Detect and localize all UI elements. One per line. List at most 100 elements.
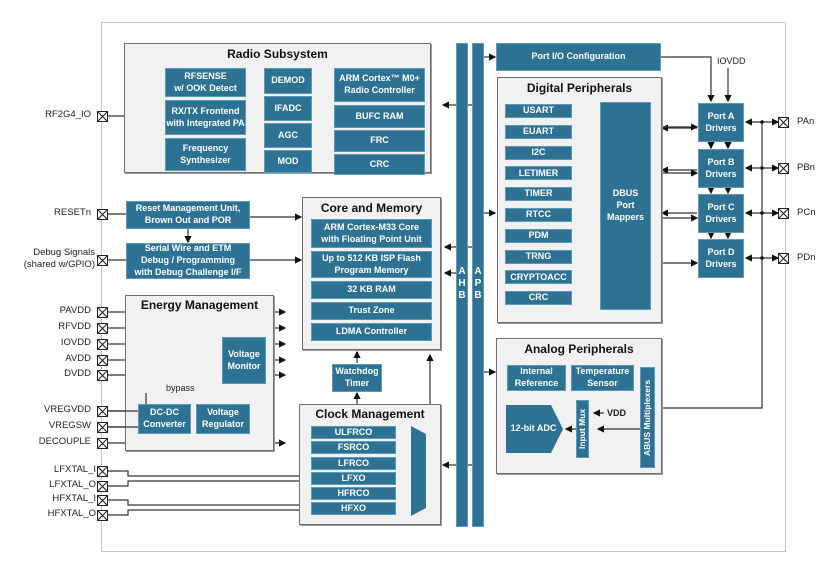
port-c-drivers-block: Port C Drivers bbox=[698, 194, 744, 233]
lfxtal-o-pin bbox=[97, 481, 108, 492]
bufc-ram-block: BUFC RAM bbox=[334, 105, 425, 128]
watchdog-timer-block: Watchdog Timer bbox=[332, 364, 382, 392]
decouple-pin-label: DECOUPLE bbox=[38, 436, 91, 447]
rf2g4-io-pin-label: RF2G4_IO bbox=[45, 109, 91, 120]
radio-crc-block: CRC bbox=[334, 154, 425, 175]
reset-management-block: Reset Management Unit, Brown Out and POR bbox=[126, 201, 250, 229]
ram-block: 32 KB RAM bbox=[311, 281, 432, 299]
pin-cross-icon bbox=[98, 356, 107, 365]
apb-bus: A P B bbox=[472, 43, 484, 527]
ifadc-block: IFADC bbox=[264, 96, 312, 121]
pin-cross-icon bbox=[779, 254, 788, 263]
pin-cross-icon bbox=[98, 467, 107, 476]
oscillator-hfrco-block: HFRCO bbox=[311, 487, 396, 500]
pin-cross-icon bbox=[98, 496, 107, 505]
pin-cross-icon bbox=[98, 511, 107, 520]
pin-cross-icon bbox=[779, 209, 788, 218]
bypass-label: bypass bbox=[166, 383, 195, 393]
digital-crc-block: CRC bbox=[505, 291, 572, 306]
flash-memory-block: Up to 512 KB ISP Flash Program Memory bbox=[311, 251, 432, 278]
ahb-label: A H B bbox=[458, 266, 466, 301]
digital-i2c-block: I2C bbox=[505, 145, 572, 160]
digital-usart-block: USART bbox=[505, 104, 572, 118]
port-c-pin-label: PCn bbox=[797, 207, 816, 218]
port-a-pin-label: PAn bbox=[797, 116, 815, 127]
lfxtal-i-pin-label: LFXTAL_I bbox=[53, 464, 96, 475]
debug-signals-pin-label: Debug Signals (shared w/GPIO) bbox=[23, 247, 95, 270]
avdd-pin bbox=[97, 355, 108, 366]
port-a-pin bbox=[778, 117, 789, 128]
dvdd-pin bbox=[97, 370, 108, 381]
port-b-pin bbox=[778, 163, 789, 174]
pin-cross-icon bbox=[98, 112, 107, 121]
iovdd-pin-label: IOVDD bbox=[60, 337, 91, 348]
pin-cross-icon bbox=[98, 256, 107, 265]
apb-label: A P B bbox=[474, 266, 482, 301]
digital-rtcc-block: RTCC bbox=[505, 208, 572, 222]
digital-trng-block: TRNG bbox=[505, 249, 572, 264]
rfvdd-pin-label: RFVDD bbox=[58, 321, 91, 332]
pin-cross-icon bbox=[779, 118, 788, 127]
hfxtal-i-pin-label: HFXTAL_I bbox=[52, 493, 96, 504]
iovdd-port-label: IOVDD bbox=[717, 56, 746, 66]
rfvdd-pin bbox=[97, 323, 108, 334]
internal-reference-block: Internal Reference bbox=[507, 365, 566, 391]
arm-m33-core-block: ARM Cortex-M33 Core with Floating Point … bbox=[311, 219, 432, 248]
frequency-synthesizer-block: Frequency Synthesizer bbox=[165, 138, 246, 171]
port-b-drivers-block: Port B Drivers bbox=[698, 149, 744, 188]
resetn-pin bbox=[97, 209, 108, 220]
hfxtal-i-pin bbox=[97, 495, 108, 506]
frc-block: FRC bbox=[334, 130, 425, 152]
digital-cryptoacc-block: CRYPTOACC bbox=[505, 270, 572, 285]
analog-peripherals-title: Analog Peripherals bbox=[524, 342, 634, 356]
clock-mux bbox=[411, 426, 426, 516]
oscillator-ulfrco-block: ULFRCO bbox=[311, 426, 396, 439]
iovdd-pin bbox=[97, 339, 108, 350]
temperature-sensor-block: Temperature Sensor bbox=[571, 365, 634, 391]
demod-block: DEMOD bbox=[264, 68, 312, 94]
pin-cross-icon bbox=[98, 423, 107, 432]
port-d-drivers-block: Port D Drivers bbox=[698, 239, 744, 278]
core-and-memory-title: Core and Memory bbox=[320, 201, 423, 215]
vregvdd-pin-label: VREGVDD bbox=[44, 404, 91, 415]
pin-cross-icon bbox=[779, 164, 788, 173]
pin-cross-icon bbox=[98, 439, 107, 448]
dc-dc-converter-block: DC-DC Converter bbox=[138, 404, 191, 434]
port-a-drivers-block: Port A Drivers bbox=[698, 103, 744, 142]
digital-letimer-block: LETIMER bbox=[505, 166, 572, 181]
debug-block: Serial Wire and ETM Debug / Programming … bbox=[126, 243, 250, 279]
ldma-controller-block: LDMA Controller bbox=[311, 323, 432, 341]
dbus-port-mappers-block: DBUS Port Mappers bbox=[600, 102, 651, 310]
avdd-pin-label: AVDD bbox=[65, 353, 91, 364]
ahb-bus: A H B bbox=[456, 43, 468, 527]
rxtx-frontend-block: RX/TX Frontend with Integrated PA bbox=[165, 100, 246, 135]
pin-cross-icon bbox=[98, 371, 107, 380]
pin-cross-icon bbox=[98, 210, 107, 219]
abus-multiplexers-block: ABUS Multiplexers bbox=[640, 367, 655, 468]
port-d-pin-label: PDn bbox=[797, 252, 816, 263]
energy-management-title: Energy Management bbox=[140, 298, 259, 312]
port-io-configuration-block: Port I/O Configuration bbox=[496, 43, 661, 71]
digital-pdm-block: PDM bbox=[505, 228, 572, 243]
vregvdd-pin bbox=[97, 406, 108, 417]
hfxtal-o-pin-label: HFXTAL_O bbox=[47, 508, 96, 519]
digital-peripherals-title: Digital Peripherals bbox=[526, 81, 633, 95]
port-c-pin bbox=[778, 208, 789, 219]
radio-subsystem-title: Radio Subsystem bbox=[227, 47, 328, 61]
voltage-monitor-block: Voltage Monitor bbox=[222, 337, 266, 384]
hfxtal-o-pin bbox=[97, 510, 108, 521]
oscillator-lfxo-block: LFXO bbox=[311, 472, 396, 485]
oscillator-hfxo-block: HFXO bbox=[311, 502, 396, 515]
debug-signals-pin bbox=[97, 255, 108, 266]
resetn-pin-label: RESETn bbox=[54, 207, 91, 218]
dvdd-pin-label: DVDD bbox=[64, 368, 91, 379]
port-d-pin bbox=[778, 253, 789, 264]
lfxtal-o-pin-label: LFXTAL_O bbox=[49, 479, 96, 490]
pin-cross-icon bbox=[98, 407, 107, 416]
adc-label: 12-bit ADC bbox=[510, 423, 557, 433]
trust-zone-block: Trust Zone bbox=[311, 302, 432, 320]
vdd-label: VDD bbox=[607, 408, 627, 418]
